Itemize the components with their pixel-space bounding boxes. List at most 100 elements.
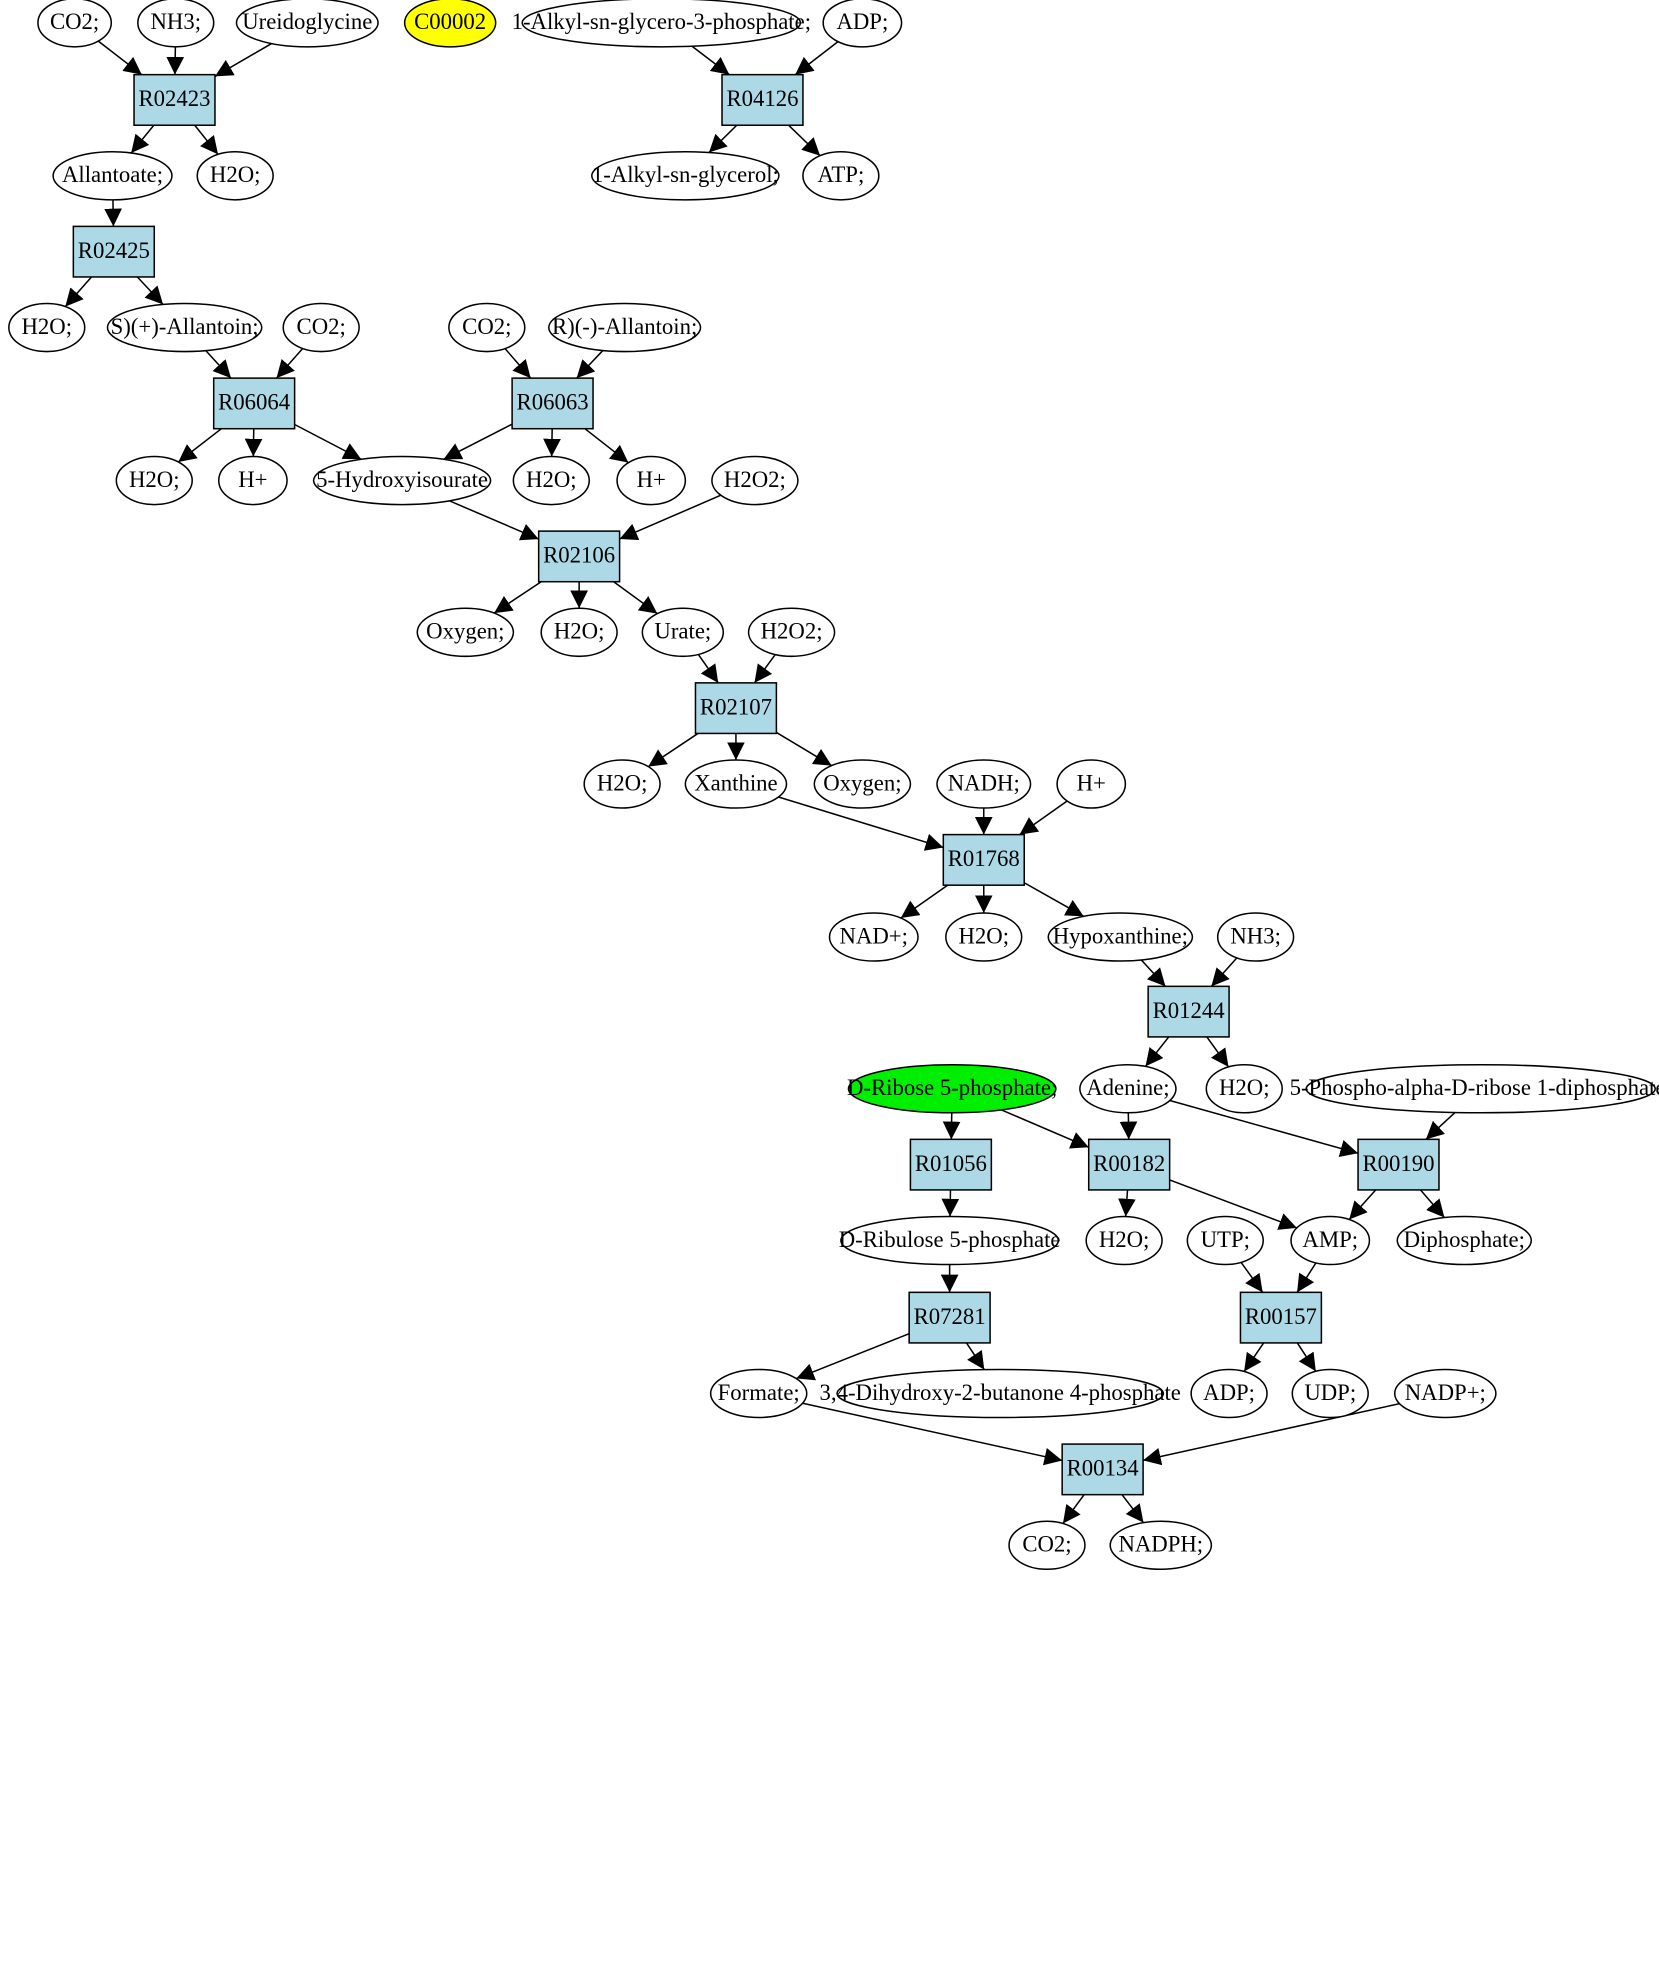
reaction-node-r01244: R01244 xyxy=(1147,985,1230,1038)
edge-alkyl_g3p-to-R04126 xyxy=(691,45,730,76)
compound-node-h2o: H2O; xyxy=(540,607,618,658)
compound-node-h2o2: H2O2; xyxy=(747,607,836,658)
compound-label: Oxygen; xyxy=(823,770,901,795)
compound-ellipse xyxy=(1109,1520,1213,1571)
compound-ellipse xyxy=(115,455,193,506)
compound-ellipse xyxy=(1008,1520,1086,1571)
compound-label: H2O; xyxy=(597,770,648,795)
compound-ellipse xyxy=(1205,1063,1283,1114)
compound-ellipse xyxy=(711,455,799,506)
compound-node-atp: ATP; xyxy=(802,151,880,201)
reaction-box xyxy=(1087,1138,1171,1191)
compound-label: CO2; xyxy=(462,314,511,339)
reaction-label: R02107 xyxy=(700,694,772,719)
edge-R02107-to-h2o_6 xyxy=(647,732,699,768)
compound-node-co2: CO2; xyxy=(1008,1520,1086,1571)
compound-label: AMP; xyxy=(1302,1227,1358,1252)
edge-hydroxyisourate-to-R02106 xyxy=(449,500,539,541)
compound-node-nadh: NADH; xyxy=(936,759,1032,809)
reaction-box xyxy=(511,377,594,430)
edge-R00182-to-h2o_9 xyxy=(1118,1189,1136,1217)
compound-label: H2O2; xyxy=(724,467,786,492)
reaction-node-r06064: R06064 xyxy=(212,377,296,430)
reaction-box xyxy=(909,1138,993,1191)
compound-ellipse xyxy=(37,0,113,48)
compound-node-h2o: H2O; xyxy=(8,302,86,353)
edge-r_allantoin-to-R06063 xyxy=(576,350,604,379)
compound-node-oxygen: Oxygen; xyxy=(813,759,912,809)
compound-ellipse xyxy=(836,1368,1165,1419)
compound-label: UTP; xyxy=(1201,1227,1250,1252)
compound-label: Diphosphate; xyxy=(1404,1227,1525,1252)
edge-R00157-to-udp xyxy=(1296,1342,1317,1372)
compound-ellipse xyxy=(1290,1215,1371,1266)
edge-adenine-to-R00190 xyxy=(1169,1099,1359,1158)
edge-R02425-to-h2o_2 xyxy=(64,276,93,308)
compound-node-xanthine: Xanthine xyxy=(684,759,788,809)
compound-ellipse xyxy=(106,302,263,353)
compound-ellipse xyxy=(641,607,725,658)
edge-co2_3-to-R06063 xyxy=(504,348,532,379)
edge-R00190-to-amp xyxy=(1348,1189,1377,1220)
compound-ellipse xyxy=(137,0,215,48)
edge-urate-to-R02107 xyxy=(697,654,719,684)
compound-node-h: H+ xyxy=(616,455,687,506)
reaction-label: R02425 xyxy=(78,238,150,263)
edge-R06063-to-hplus_2 xyxy=(584,428,629,464)
compound-node-5-hydroxyisourate: 5-Hydroxyisourate xyxy=(312,455,492,506)
compound-node-1-alkyl-sn-glycerol: 1-Alkyl-sn-glycerol; xyxy=(591,151,780,201)
reaction-label: R01768 xyxy=(948,846,1020,871)
compound-label: Urate; xyxy=(654,619,711,644)
compound-label: CO2; xyxy=(50,9,99,34)
compound-label: S)(+)-Allantoin; xyxy=(111,314,259,339)
edge-h2o2_2-to-R02107 xyxy=(753,654,776,684)
edge-R02423-to-allantoate xyxy=(130,124,155,154)
reaction-box xyxy=(212,377,296,430)
compound-label: H+ xyxy=(1077,770,1106,795)
reaction-node-r04126: R04126 xyxy=(721,73,804,126)
compound-ellipse xyxy=(416,607,515,658)
reaction-node-r06063: R06063 xyxy=(511,377,594,430)
compound-node-1-alkyl-sn-glycero-3-phosphate: 1-Alkyl-sn-glycero-3-phosphate; xyxy=(512,0,811,48)
compound-node-h2o: H2O; xyxy=(1085,1215,1163,1266)
compound-ellipse xyxy=(616,455,687,506)
reaction-box xyxy=(1357,1138,1440,1191)
compound-node-utp: UTP; xyxy=(1186,1215,1264,1266)
compound-node-h2o: H2O; xyxy=(945,912,1023,962)
edge-ribose5p-to-R00182 xyxy=(1001,1109,1090,1149)
compound-ellipse xyxy=(1047,912,1194,962)
compound-node-h2o: H2O; xyxy=(1205,1063,1283,1114)
compound-node-diphosphate: Diphosphate; xyxy=(1396,1215,1533,1266)
compound-label: H2O2; xyxy=(761,619,823,644)
reaction-label: R04126 xyxy=(726,86,798,111)
compound-ellipse xyxy=(540,607,618,658)
reaction-node-r02106: R02106 xyxy=(537,530,621,583)
reaction-label: R02423 xyxy=(138,86,210,111)
compound-node-adp: ADP; xyxy=(822,0,903,48)
reaction-box xyxy=(1061,1443,1144,1496)
reaction-label: R01244 xyxy=(1153,998,1226,1023)
edge-R01768-to-hypoxanthine xyxy=(1023,882,1085,917)
compound-ellipse xyxy=(52,151,173,201)
compound-ellipse xyxy=(235,0,379,48)
compound-label: Xanthine xyxy=(694,770,777,795)
compound-node-urate: Urate; xyxy=(641,607,725,658)
compound-label: H2O; xyxy=(958,923,1009,948)
compound-label: D-Ribose 5-phosphate; xyxy=(847,1075,1057,1100)
compound-label: NH3; xyxy=(1230,923,1281,948)
edge-R01768-to-nadplus xyxy=(900,884,949,919)
compound-label: NADP+; xyxy=(1405,1380,1486,1405)
compound-ellipse xyxy=(747,607,836,658)
compound-label: 3,4-Dihydroxy-2-butanone 4-phosphate xyxy=(820,1380,1181,1405)
reaction-box xyxy=(1147,985,1230,1038)
edge-R02106-to-urate xyxy=(613,581,658,615)
reaction-box xyxy=(942,833,1025,886)
edge-R01244-to-adenine xyxy=(1144,1036,1170,1067)
compound-label: 1-Alkyl-sn-glycerol; xyxy=(592,162,779,187)
compound-label: ADP; xyxy=(1203,1380,1255,1405)
edge-hplus_3-to-R01768 xyxy=(1019,800,1068,836)
compound-node-nh3: NH3; xyxy=(137,0,215,48)
compound-node-h2o: H2O; xyxy=(583,759,661,809)
compound-label: 5-Hydroxyisourate xyxy=(316,467,488,492)
